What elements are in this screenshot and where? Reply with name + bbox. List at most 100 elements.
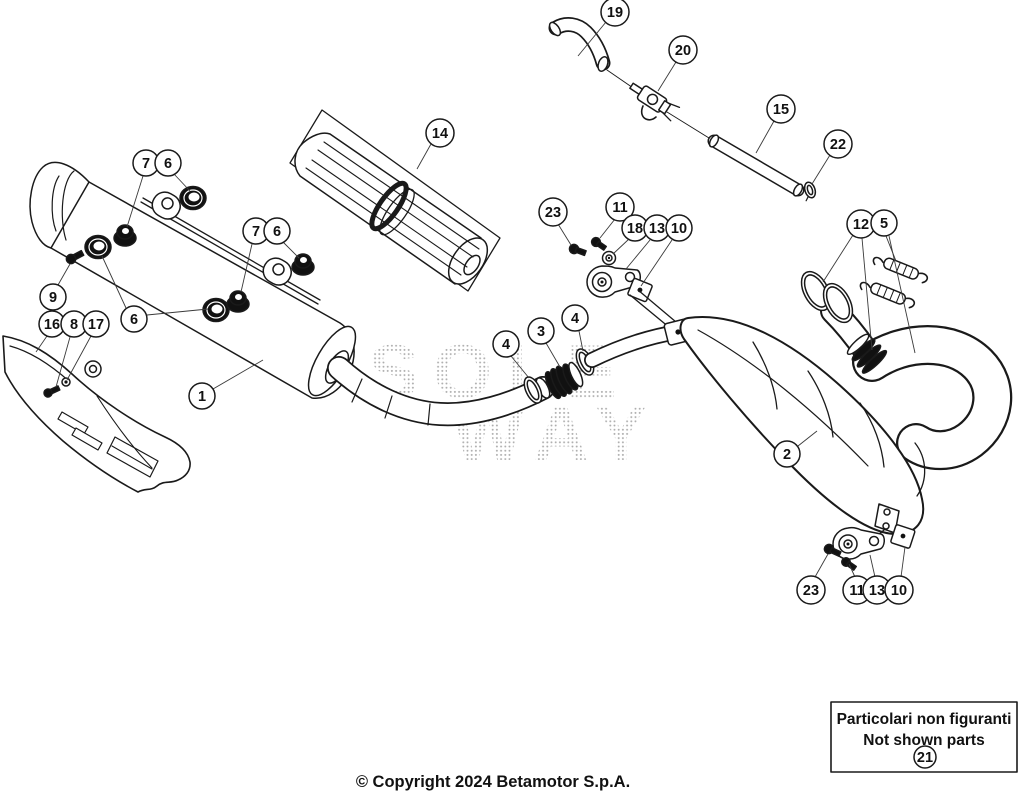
svg-text:11: 11 bbox=[849, 583, 864, 599]
callout-leader-line bbox=[173, 173, 191, 192]
callout-leader-line bbox=[885, 235, 897, 262]
callout-2: 2 bbox=[773, 440, 801, 468]
callout-12: 12 bbox=[846, 209, 876, 239]
callout-leader-line bbox=[811, 154, 831, 185]
callout-1: 1 bbox=[188, 382, 216, 410]
washer-22-drawing bbox=[803, 181, 817, 202]
callout-leader-line bbox=[55, 336, 71, 388]
callout-leader-line bbox=[282, 241, 300, 259]
callout-14: 14 bbox=[425, 118, 455, 148]
callout-leader-line bbox=[577, 21, 607, 57]
callout-leader-line bbox=[578, 330, 584, 352]
svg-text:7: 7 bbox=[252, 224, 260, 240]
callout-5: 5 bbox=[870, 209, 898, 237]
callout-leader-line bbox=[66, 335, 92, 381]
silencer-rubber-mounts-drawing bbox=[65, 185, 315, 323]
spring-drawing bbox=[872, 256, 929, 284]
svg-text:6: 6 bbox=[130, 312, 138, 328]
svg-text:19: 19 bbox=[607, 5, 623, 21]
callout-leader-line bbox=[822, 234, 854, 283]
not-shown-box-line1: Particolari non figuranti bbox=[837, 711, 1012, 728]
svg-text:12: 12 bbox=[853, 217, 869, 233]
silencer-mount-ears bbox=[151, 191, 292, 286]
callout-leader-line bbox=[146, 308, 209, 316]
svg-text:17: 17 bbox=[88, 317, 104, 333]
callout-6: 6 bbox=[263, 217, 291, 245]
svg-text:22: 22 bbox=[830, 137, 846, 153]
callout-leader-line bbox=[101, 255, 127, 309]
exhaust-valve-assembly-drawing bbox=[548, 17, 817, 202]
callout-leader-line bbox=[416, 143, 432, 170]
svg-text:6: 6 bbox=[273, 224, 281, 240]
callout-21: 21 bbox=[913, 745, 937, 769]
callout-leader-line bbox=[35, 335, 48, 353]
svg-text:6: 6 bbox=[164, 156, 172, 172]
callout-17: 17 bbox=[82, 310, 110, 338]
svg-text:10: 10 bbox=[671, 221, 687, 237]
svg-text:11: 11 bbox=[612, 200, 627, 216]
callout-10: 10 bbox=[884, 575, 914, 605]
callout-23: 23 bbox=[538, 197, 568, 227]
callout-leader-line bbox=[612, 238, 630, 255]
svg-text:23: 23 bbox=[545, 205, 561, 221]
svg-text:10: 10 bbox=[891, 583, 907, 599]
callout-7: 7 bbox=[132, 149, 160, 177]
spring-drawing bbox=[859, 281, 916, 309]
callout-9: 9 bbox=[39, 283, 67, 311]
callout-4: 4 bbox=[492, 330, 520, 358]
screw-8-drawing bbox=[43, 385, 61, 398]
callout-15: 15 bbox=[766, 94, 796, 124]
callout-13: 13 bbox=[862, 575, 892, 605]
callout-leader-line bbox=[640, 239, 673, 287]
callout-leader-line bbox=[657, 61, 677, 92]
valve-20-drawing bbox=[629, 82, 681, 122]
callout-6: 6 bbox=[154, 149, 182, 177]
callout-4: 4 bbox=[561, 304, 589, 332]
clamps-and-springs-drawing bbox=[800, 256, 929, 324]
callout-leader-line bbox=[755, 120, 775, 154]
callout-leader-line bbox=[888, 235, 916, 354]
expansion-chamber-drawing bbox=[584, 298, 1013, 535]
copyright-text: © Copyright 2024 Betamotor S.p.A. bbox=[356, 773, 630, 791]
callout-10: 10 bbox=[665, 214, 693, 242]
svg-text:13: 13 bbox=[869, 583, 885, 599]
svg-text:20: 20 bbox=[675, 43, 691, 59]
not-shown-box-line2: Not shown parts bbox=[863, 732, 984, 749]
callout-leader-line bbox=[212, 359, 264, 390]
callout-20: 20 bbox=[668, 35, 698, 65]
callout-11: 11 bbox=[605, 192, 635, 222]
callout-leader-line bbox=[869, 554, 876, 578]
callout-22: 22 bbox=[823, 129, 853, 159]
svg-text:9: 9 bbox=[49, 290, 57, 306]
callout-leader-line bbox=[557, 223, 572, 246]
svg-text:7: 7 bbox=[142, 156, 150, 172]
callout-leader-line bbox=[814, 553, 829, 578]
callout-6: 6 bbox=[120, 305, 148, 333]
svg-text:4: 4 bbox=[571, 311, 579, 327]
svg-text:21: 21 bbox=[917, 750, 933, 766]
svg-text:8: 8 bbox=[70, 317, 78, 333]
svg-text:15: 15 bbox=[773, 102, 789, 118]
lower-mount-assembly-drawing bbox=[823, 524, 916, 571]
upper-mount-assembly-drawing bbox=[568, 236, 677, 329]
callout-leader-line bbox=[599, 218, 616, 239]
callout-leader-line bbox=[510, 355, 530, 379]
callout-23: 23 bbox=[796, 575, 826, 605]
callout-leader-line bbox=[240, 243, 253, 293]
svg-text:18: 18 bbox=[627, 221, 643, 237]
callout-19: 19 bbox=[600, 0, 630, 27]
svg-text:3: 3 bbox=[537, 324, 545, 340]
callout-leader-line bbox=[57, 263, 71, 286]
callout-7: 7 bbox=[242, 217, 270, 245]
callout-leader-line bbox=[625, 239, 651, 270]
svg-text:5: 5 bbox=[880, 216, 888, 232]
svg-text:23: 23 bbox=[803, 583, 819, 599]
callout-18: 18 bbox=[621, 214, 649, 242]
svg-text:4: 4 bbox=[502, 337, 510, 353]
callout-leader-line bbox=[848, 563, 856, 578]
svg-text:2: 2 bbox=[783, 447, 791, 463]
callout-leader-line bbox=[900, 546, 906, 578]
bolt-9-drawing bbox=[65, 249, 85, 265]
